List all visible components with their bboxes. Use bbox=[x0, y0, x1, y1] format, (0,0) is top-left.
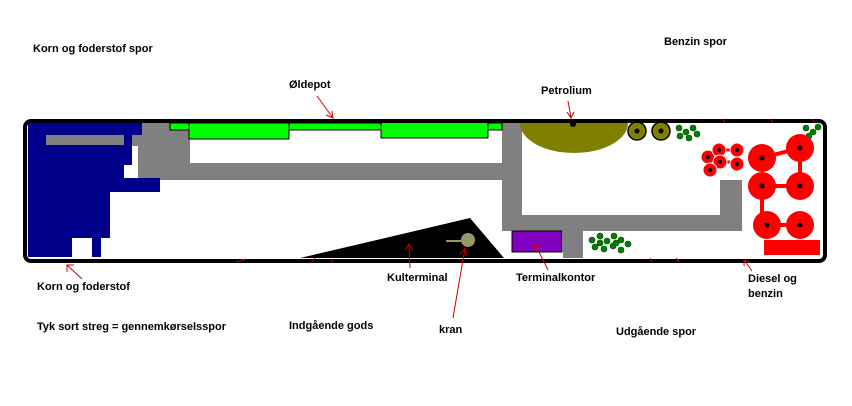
tank-icon bbox=[718, 160, 722, 164]
tank-icon bbox=[706, 155, 710, 159]
beer-depot bbox=[169, 120, 503, 140]
label-petrolium: Petrolium bbox=[541, 85, 592, 97]
tree-cluster-icon bbox=[588, 232, 632, 254]
small-tanks bbox=[627, 121, 671, 141]
grain-block-4 bbox=[28, 178, 110, 238]
tree-cluster-icon bbox=[675, 124, 701, 142]
tank-icon bbox=[797, 222, 803, 228]
label-benzin: benzin bbox=[748, 288, 783, 300]
beer-depot-building-2 bbox=[380, 120, 489, 139]
beer-depot-building-1 bbox=[188, 122, 290, 140]
label-terminalkontor: Terminalkontor bbox=[516, 272, 596, 284]
label-kulterminal: Kulterminal bbox=[387, 272, 448, 284]
label-benzin-spor: Benzin spor bbox=[664, 36, 727, 48]
label-indgaaende-gods: Indgående gods bbox=[289, 320, 374, 332]
crane-icon bbox=[461, 233, 475, 247]
road-main bbox=[138, 163, 520, 180]
tank-icon bbox=[735, 162, 739, 166]
grain-post-1 bbox=[92, 237, 101, 257]
grain-block-1 bbox=[28, 145, 108, 179]
tank-icon bbox=[764, 222, 770, 228]
petroleum-tank bbox=[520, 123, 628, 153]
label-korn-foderstof-spor: Korn og foderstof spor bbox=[33, 43, 153, 55]
tank-icon bbox=[717, 148, 721, 152]
grain-block-5 bbox=[28, 237, 72, 257]
road-east-vertical bbox=[502, 123, 522, 228]
road-fuel-vertical bbox=[720, 180, 742, 230]
road-grain-strip bbox=[44, 134, 140, 146]
tank-icon bbox=[759, 155, 765, 161]
label-korn-foderstof: Korn og foderstof bbox=[37, 281, 130, 293]
roads bbox=[44, 123, 742, 258]
road-south-stub bbox=[563, 228, 583, 258]
fuel-loading-bay bbox=[764, 240, 820, 255]
terminal-office bbox=[511, 230, 563, 253]
tree-cluster-icon bbox=[802, 123, 822, 140]
tank-icon bbox=[797, 145, 803, 151]
label-diesel-og: Diesel og bbox=[748, 273, 797, 285]
track-markers bbox=[235, 118, 816, 264]
grain-block-3 bbox=[108, 178, 160, 192]
coal-terminal bbox=[300, 218, 504, 258]
through-track bbox=[23, 119, 827, 263]
tank-icon bbox=[708, 168, 712, 172]
label-legend-through-track: Tyk sort streg = gennemkørselsspor bbox=[37, 321, 227, 333]
label-udgaaende-spor: Udgående spor bbox=[616, 326, 697, 338]
label-oldepot: Øldepot bbox=[289, 79, 331, 91]
fuel-depot bbox=[700, 134, 820, 255]
tank-icon bbox=[658, 128, 664, 134]
road-office-branch bbox=[502, 215, 742, 231]
tank-icon bbox=[634, 128, 640, 134]
grain-fodder-buildings bbox=[28, 123, 160, 257]
tank-icon bbox=[797, 183, 803, 189]
grain-post-2 bbox=[124, 135, 132, 165]
tank-icon bbox=[735, 148, 739, 152]
grain-top-bar bbox=[44, 123, 142, 135]
label-kran: kran bbox=[439, 324, 463, 336]
tank-icon bbox=[759, 183, 765, 189]
pointer-arrow-icon bbox=[66, 95, 753, 319]
